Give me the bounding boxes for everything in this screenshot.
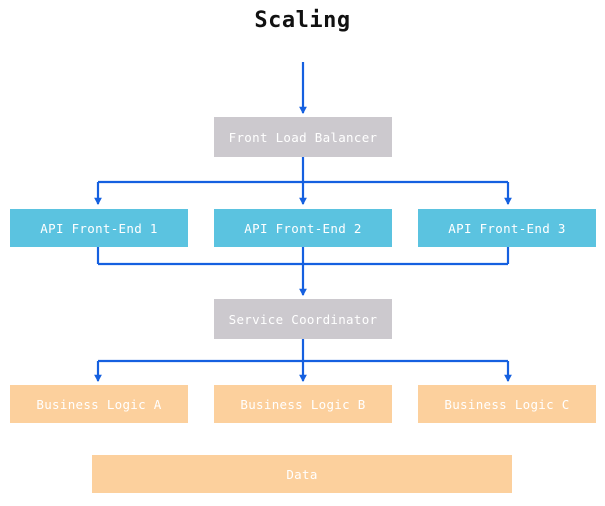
node-business-logic-a[interactable]: Business Logic A — [10, 385, 188, 423]
node-api-front-end-2[interactable]: API Front-End 2 — [214, 209, 392, 247]
node-service-coordinator[interactable]: Service Coordinator — [214, 299, 392, 339]
node-api-front-end-3[interactable]: API Front-End 3 — [418, 209, 596, 247]
node-api-front-end-1[interactable]: API Front-End 1 — [10, 209, 188, 247]
node-data[interactable]: Data — [92, 455, 512, 493]
page-title: Scaling — [254, 8, 351, 33]
node-front-load-balancer[interactable]: Front Load Balancer — [214, 117, 392, 157]
node-api-front-end-2-label: API Front-End 2 — [244, 220, 362, 236]
node-business-logic-a-label: Business Logic A — [36, 396, 162, 412]
node-data-label: Data — [286, 466, 318, 482]
node-business-logic-b[interactable]: Business Logic B — [214, 385, 392, 423]
node-front-load-balancer-label: Front Load Balancer — [228, 129, 378, 145]
node-api-front-end-3-label: API Front-End 3 — [448, 220, 566, 236]
node-business-logic-c[interactable]: Business Logic C — [418, 385, 596, 423]
node-business-logic-c-label: Business Logic C — [444, 396, 570, 412]
node-service-coordinator-label: Service Coordinator — [228, 311, 378, 327]
node-business-logic-b-label: Business Logic B — [240, 396, 366, 412]
node-api-front-end-1-label: API Front-End 1 — [40, 220, 158, 236]
